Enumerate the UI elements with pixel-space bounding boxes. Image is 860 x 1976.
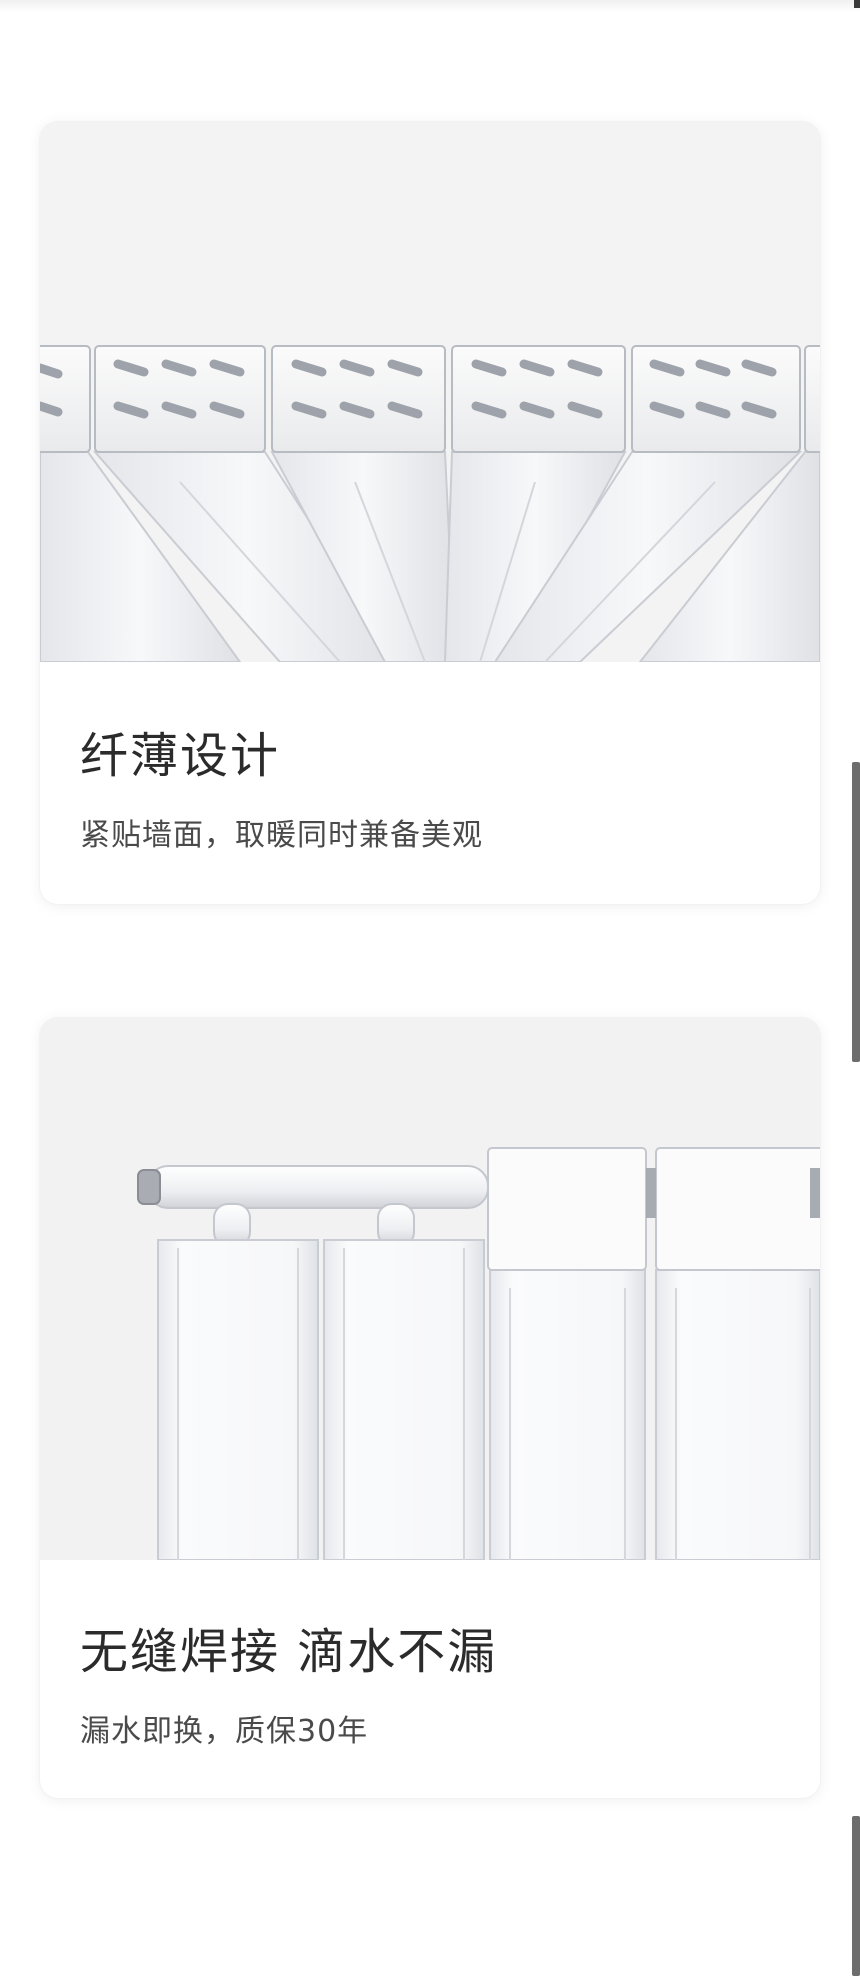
scrollbar-thumb-lower[interactable]	[852, 1816, 860, 1976]
radiator-front-illustration	[40, 1018, 820, 1560]
feature-card-slim-design: 纤薄设计 紧贴墙面，取暖同时兼备美观	[40, 122, 820, 904]
feature-subtitle: 紧贴墙面，取暖同时兼备美观	[80, 818, 483, 853]
scroll-edge-marker	[854, 0, 860, 8]
radiator-top-illustration	[40, 122, 820, 662]
feature-title: 无缝焊接 滴水不漏	[80, 1624, 498, 1680]
radiator-front-view-image	[40, 1018, 820, 1560]
feature-card-seamless-welding: 无缝焊接 滴水不漏 漏水即换，质保30年	[40, 1018, 820, 1798]
feature-title: 纤薄设计	[80, 728, 281, 784]
feature-subtitle: 漏水即换，质保30年	[80, 1714, 369, 1749]
radiator-top-view-image	[40, 122, 820, 662]
scrollbar-thumb[interactable]	[852, 762, 860, 1062]
top-divider	[0, 0, 860, 12]
